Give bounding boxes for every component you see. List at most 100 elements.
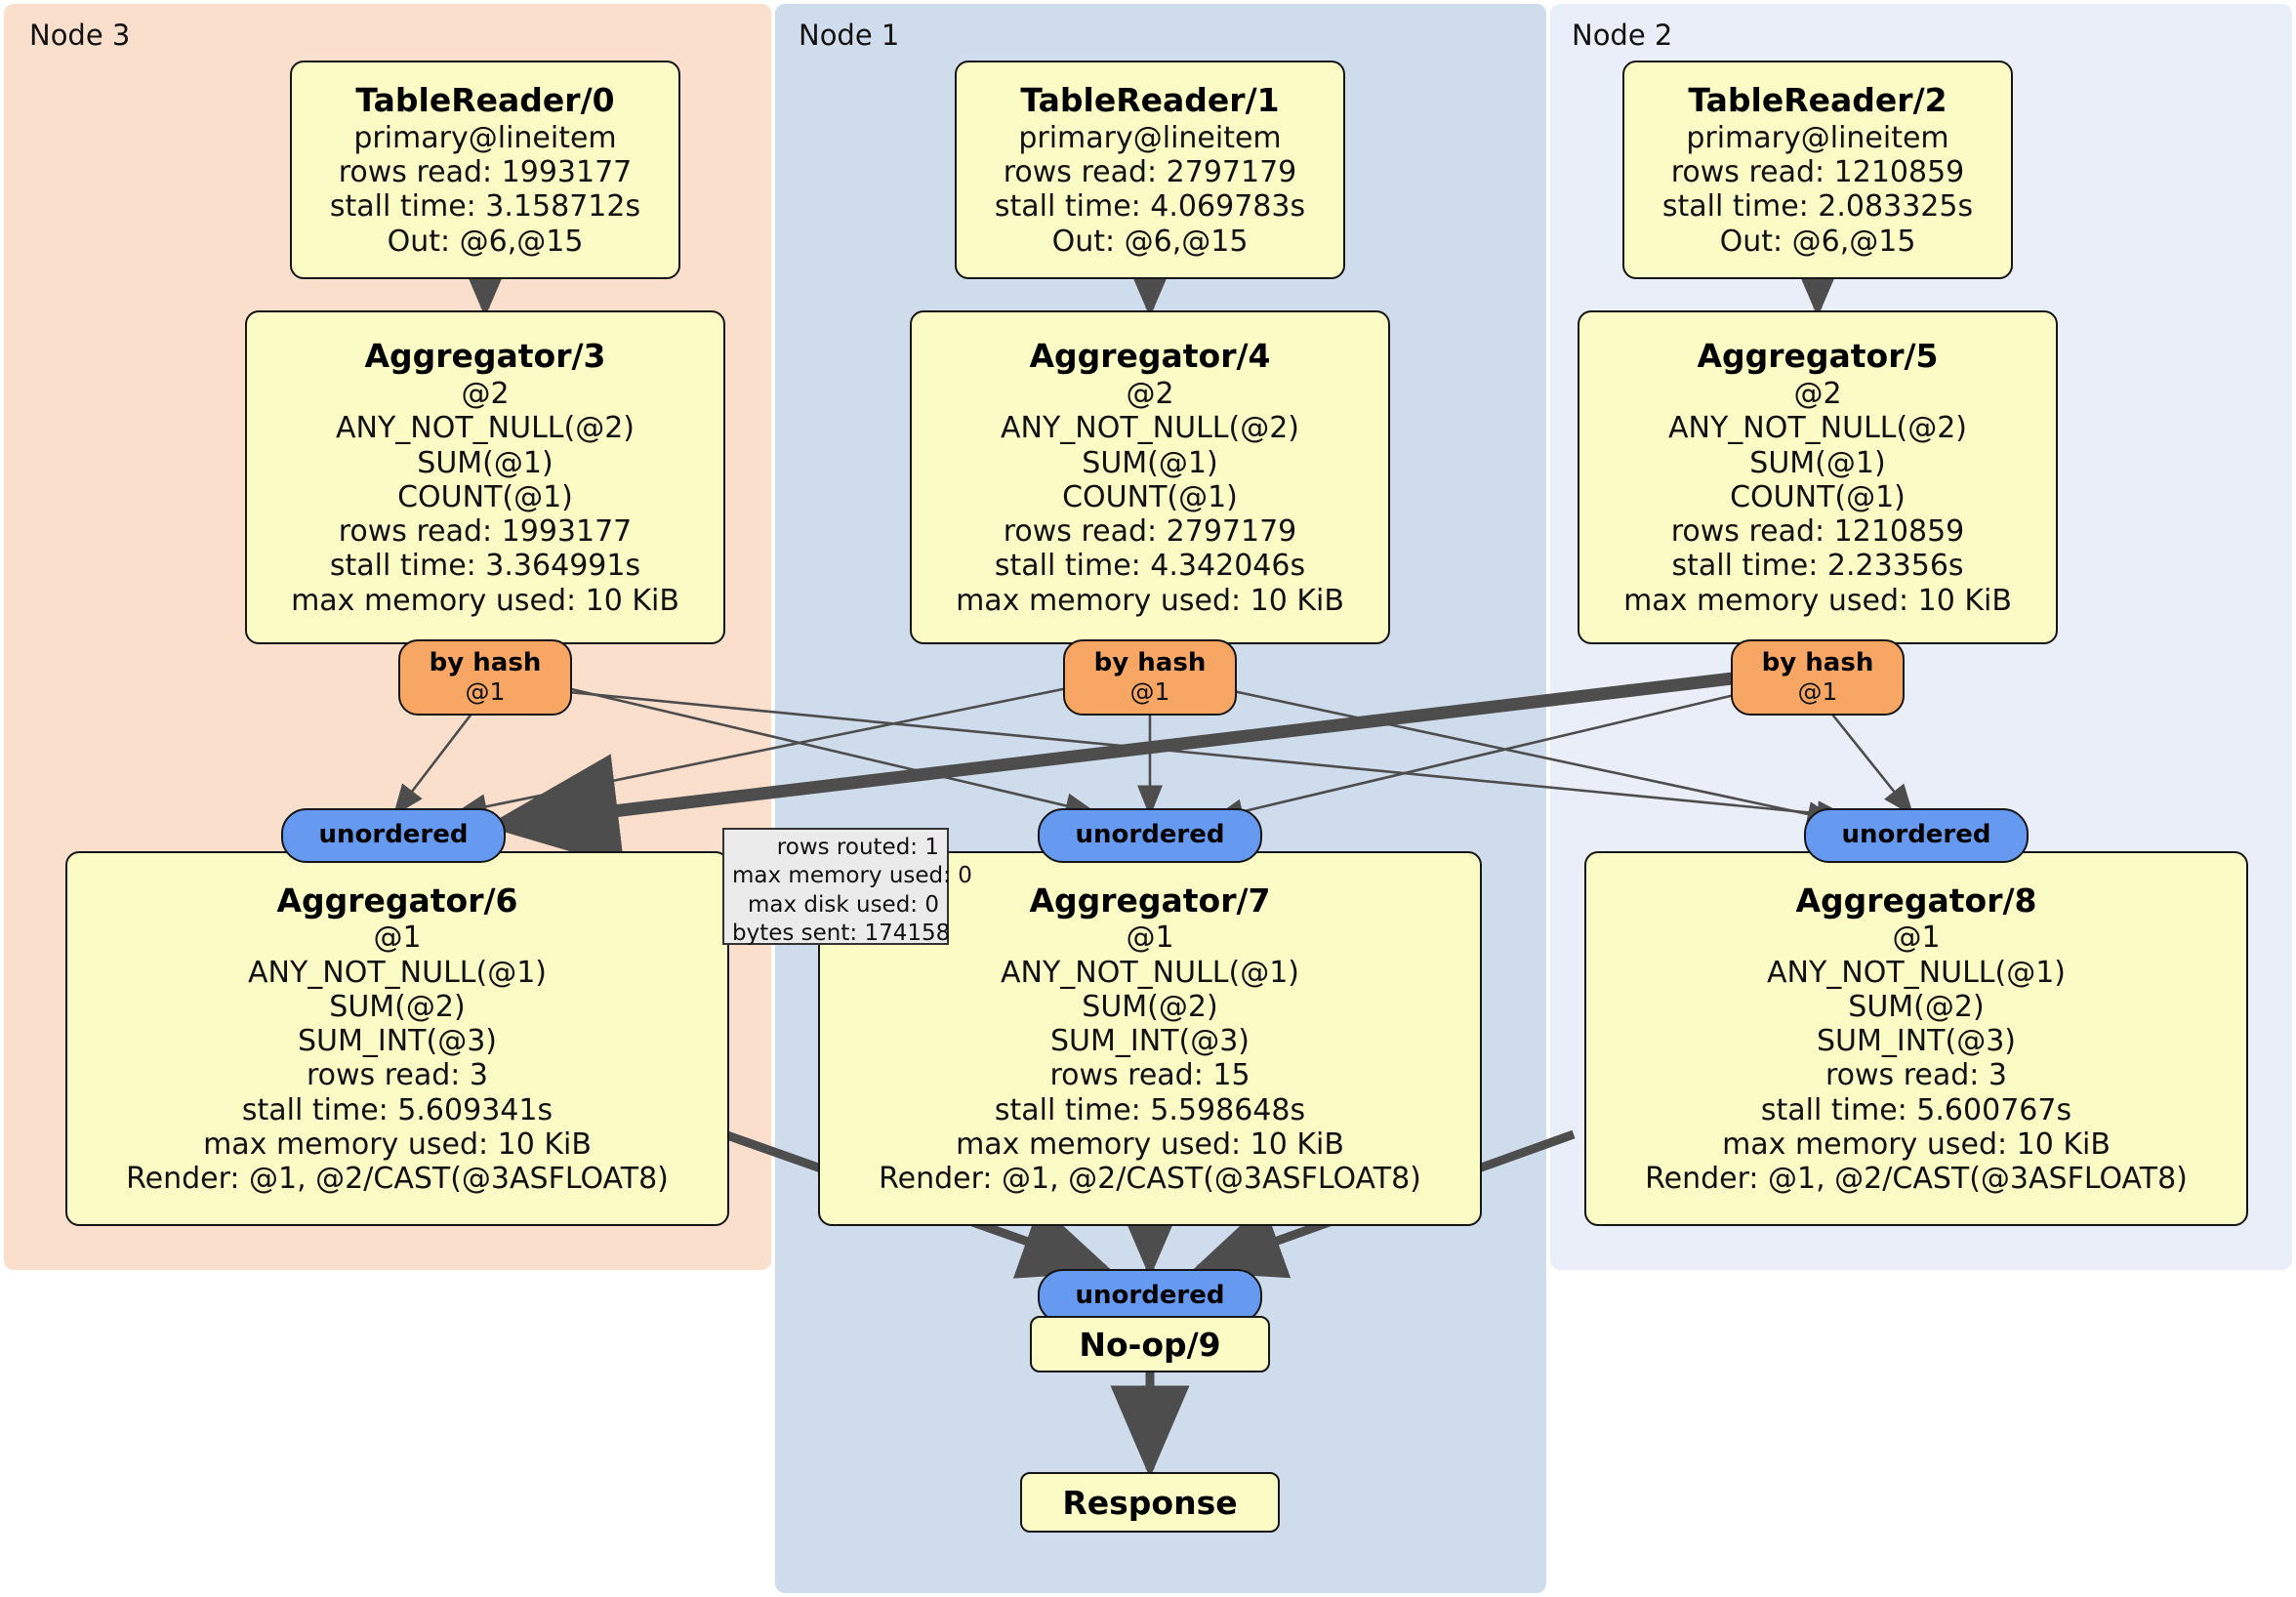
operator-aggregator-7[interactable]: Aggregator/7 @1 ANY_NOT_NULL(@1) SUM(@2)… [818,851,1482,1226]
operator-title: Aggregator/3 [364,337,606,376]
router-unordered-node2[interactable]: unordered [1804,808,2029,863]
operator-line: Out: @6,@15 [1719,224,1916,259]
operator-title: TableReader/1 [1020,81,1280,120]
operator-aggregator-5[interactable]: Aggregator/5 @2 ANY_NOT_NULL(@2) SUM(@1)… [1578,310,2058,644]
stats-line: max disk used: 0 [747,891,939,918]
operator-line: COUNT(@1) [397,479,573,514]
operator-line: ANY_NOT_NULL(@1) [1767,955,2066,990]
operator-line: rows read: 3 [306,1058,489,1093]
operator-line: rows read: 15 [1049,1058,1250,1093]
operator-line: ANY_NOT_NULL(@1) [1001,955,1299,990]
router-unordered-node3[interactable]: unordered [281,808,506,863]
operator-line: rows read: 1210859 [1670,155,1965,190]
operator-line: stall time: 4.069783s [994,189,1306,225]
operator-line: max memory used: 10 KiB [291,583,679,618]
operator-line: max memory used: 10 KiB [203,1126,592,1162]
operator-line: stall time: 3.364991s [329,549,641,584]
operator-line: SUM_INT(@3) [298,1024,497,1059]
operator-tablereader-2[interactable]: TableReader/2 primary@lineitem rows read… [1622,61,2013,279]
operator-response[interactable]: Response [1020,1472,1280,1533]
operator-line: rows read: 1993177 [338,155,633,190]
router-label: unordered [1075,820,1225,850]
router-sublabel: @1 [1129,676,1170,706]
operator-line: rows read: 2797179 [1003,155,1297,190]
operator-title: Aggregator/5 [1697,337,1939,376]
operator-line: SUM_INT(@3) [1817,1024,2016,1059]
operator-line: ANY_NOT_NULL(@2) [1001,411,1299,446]
router-sublabel: @1 [465,676,506,706]
operator-line: Render: @1, @2/CAST(@3ASFLOAT8) [1645,1162,2188,1197]
router-label: by hash [1761,648,1874,678]
operator-line: SUM(@2) [1848,989,1985,1024]
operator-tablereader-0[interactable]: TableReader/0 primary@lineitem rows read… [290,61,680,279]
operator-line: stall time: 2.083325s [1661,189,1974,225]
operator-aggregator-8[interactable]: Aggregator/8 @1 ANY_NOT_NULL(@1) SUM(@2)… [1584,851,2248,1226]
operator-title: Aggregator/6 [276,880,518,920]
operator-line: primary@lineitem [1686,120,1949,155]
operator-line: max memory used: 10 KiB [1722,1126,2111,1162]
operator-tablereader-1[interactable]: TableReader/1 primary@lineitem rows read… [955,61,1345,279]
operator-line: @1 [373,921,422,956]
operator-line: stall time: 4.342046s [994,549,1306,584]
router-label: unordered [1841,820,1991,850]
operator-line: stall time: 5.609341s [241,1092,554,1127]
stream-stats-tooltip: rows routed: 1 max memory used: 0 max di… [722,828,972,947]
operator-line: ANY_NOT_NULL(@2) [336,411,635,446]
cluster-label-node-2: Node 2 [1572,19,1673,52]
operator-title: TableReader/2 [1688,81,1948,120]
router-label: by hash [1093,648,1207,678]
operator-line: @1 [1126,921,1174,956]
operator-line: SUM(@1) [1749,445,1886,480]
router-by-hash-node3[interactable]: by hash @1 [398,639,572,716]
operator-line: ANY_NOT_NULL(@2) [1668,411,1967,446]
operator-line: stall time: 5.598648s [994,1092,1306,1127]
operator-line: primary@lineitem [353,120,617,155]
operator-title: Aggregator/8 [1795,880,2037,920]
operator-title: No-op/9 [1079,1325,1221,1364]
cluster-label-node-1: Node 1 [799,19,900,52]
operator-line: ANY_NOT_NULL(@1) [248,955,547,990]
operator-aggregator-3[interactable]: Aggregator/3 @2 ANY_NOT_NULL(@2) SUM(@1)… [245,310,725,644]
operator-line: stall time: 2.23356s [1671,549,1964,584]
router-unordered-node1[interactable]: unordered [1038,808,1262,863]
router-label: unordered [1075,1281,1225,1311]
operator-line: rows read: 3 [1824,1058,2008,1093]
router-by-hash-node2[interactable]: by hash @1 [1731,639,1905,716]
stats-line: bytes sent: 174158 [732,921,951,947]
router-label: by hash [429,648,542,678]
operator-title: Aggregator/4 [1029,337,1271,376]
operator-line: rows read: 1993177 [338,514,633,550]
operator-line: primary@lineitem [1018,120,1282,155]
operator-line: stall time: 5.600767s [1760,1092,2072,1127]
operator-line: stall time: 3.158712s [329,189,641,225]
operator-line: @1 [1892,921,1941,956]
cluster-label-node-3: Node 3 [29,19,131,52]
operator-line: SUM(@2) [1082,989,1218,1024]
operator-line: SUM(@2) [329,989,466,1024]
operator-line: SUM(@1) [1082,445,1218,480]
operator-line: Render: @1, @2/CAST(@3ASFLOAT8) [879,1162,1421,1197]
router-unordered-final[interactable]: unordered [1038,1269,1262,1324]
operator-line: Out: @6,@15 [1051,224,1249,259]
operator-line: Render: @1, @2/CAST(@3ASFLOAT8) [126,1162,669,1197]
stats-line: max memory used: 0 [732,863,972,889]
router-by-hash-node1[interactable]: by hash @1 [1063,639,1237,716]
operator-line: rows read: 1210859 [1670,514,1965,550]
operator-line: @2 [1793,377,1842,412]
operator-noop-9[interactable]: No-op/9 [1030,1316,1270,1372]
operator-aggregator-4[interactable]: Aggregator/4 @2 ANY_NOT_NULL(@2) SUM(@1)… [910,310,1390,644]
operator-line: rows read: 2797179 [1003,514,1297,550]
router-sublabel: @1 [1797,676,1838,706]
operator-line: Out: @6,@15 [387,224,584,259]
operator-line: max memory used: 10 KiB [956,583,1344,618]
operator-title: Aggregator/7 [1029,880,1271,920]
stats-line: rows routed: 1 [776,835,939,860]
operator-line: max memory used: 10 KiB [1623,583,2012,618]
operator-line: COUNT(@1) [1730,479,1906,514]
operator-aggregator-6[interactable]: Aggregator/6 @1 ANY_NOT_NULL(@1) SUM(@2)… [65,851,729,1226]
router-label: unordered [318,820,469,850]
operator-line: SUM(@1) [417,445,554,480]
operator-line: COUNT(@1) [1062,479,1238,514]
operator-line: @2 [461,377,510,412]
